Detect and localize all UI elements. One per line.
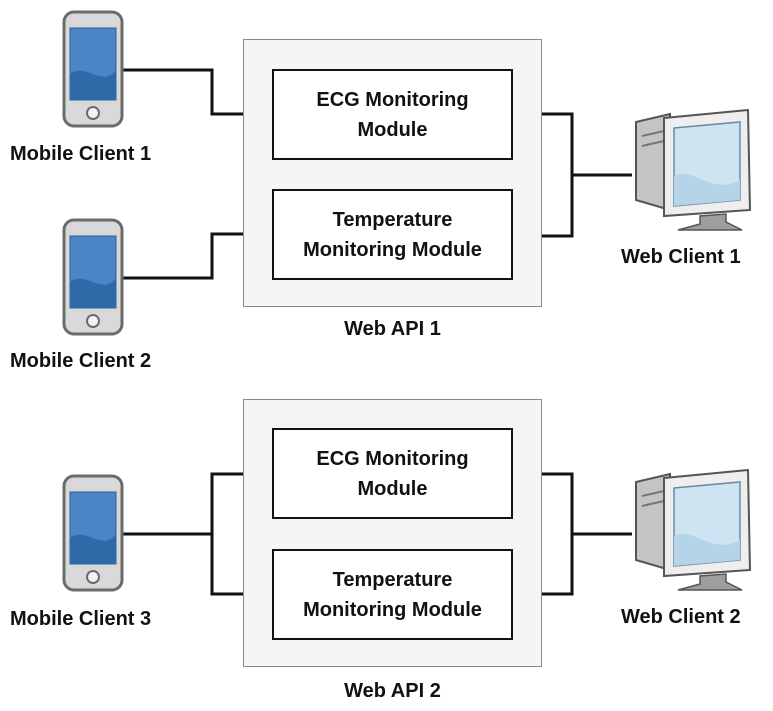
- smartphone-icon: [62, 10, 124, 128]
- temperature-monitoring-module-api2: Temperature Monitoring Module: [272, 549, 513, 640]
- mobile-client-1-label: Mobile Client 1: [10, 143, 152, 165]
- desktop-computer-icon: [635, 108, 752, 231]
- web-client-1-label: Web Client 1: [621, 246, 741, 268]
- temperature-monitoring-module-api1: Temperature Monitoring Module: [272, 189, 513, 280]
- module-label: ECG Monitoring Module: [316, 88, 469, 141]
- mobile-client-3-label: Mobile Client 3: [10, 608, 152, 630]
- connector-mobile2-temp1: [122, 229, 271, 280]
- smartphone-icon: [62, 218, 124, 336]
- ecg-monitoring-module-api2: ECG Monitoring Module: [272, 428, 513, 519]
- connector-mobile1-ecg1: [122, 68, 271, 119]
- smartphone-icon: [62, 474, 124, 592]
- web-api-2-label: Web API 2: [344, 680, 441, 702]
- desktop-computer-icon: [635, 468, 752, 591]
- module-label: ECG Monitoring Module: [316, 447, 469, 500]
- mobile-client-2-label: Mobile Client 2: [10, 350, 152, 372]
- module-label: Temperature Monitoring Module: [303, 568, 482, 621]
- web-api-1-label: Web API 1: [344, 318, 441, 340]
- module-label: Temperature Monitoring Module: [303, 208, 482, 261]
- web-client-2-label: Web Client 2: [621, 606, 741, 628]
- ecg-monitoring-module-api1: ECG Monitoring Module: [272, 69, 513, 160]
